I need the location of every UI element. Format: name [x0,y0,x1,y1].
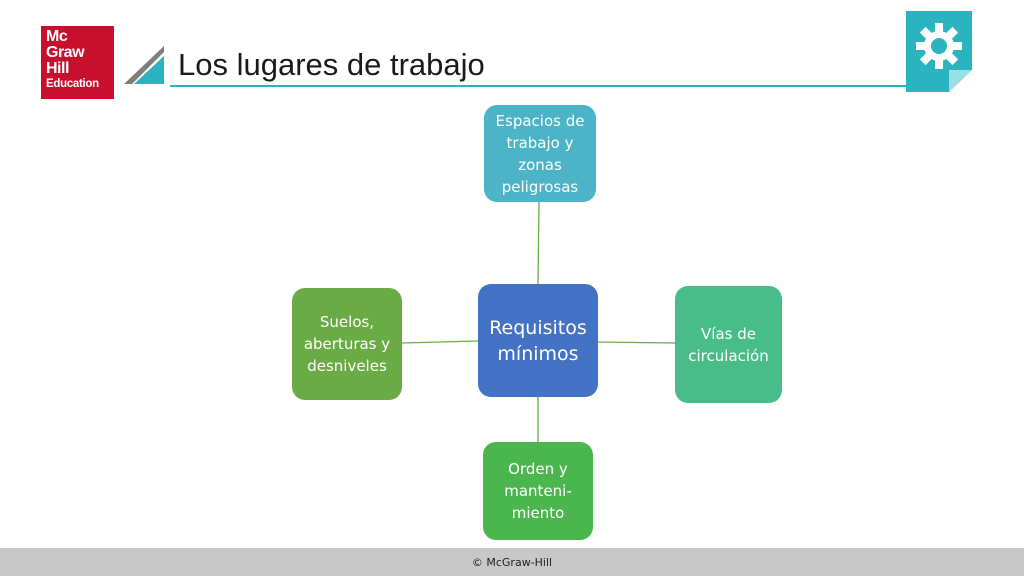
connector-top [537,201,540,285]
logo-line-hill: Hill [46,60,69,77]
title-underline [170,85,906,87]
node-suelos-aberturas: Suelos, aberturas y desniveles [292,288,402,400]
connector-left [401,340,479,344]
gear-document-icon [906,11,972,92]
copyright-text: © McGraw-Hill [471,555,553,569]
node-orden-y-mantenimiento: Orden y manteni- miento [483,442,593,540]
node-vias-de-circulacion: Vías de circulación [675,286,782,403]
node-requisitos-minimos: Requisitos mínimos [478,284,598,397]
page-title: Los lugares de trabajo [178,47,485,82]
footer-bar: © McGraw-Hill [0,548,1024,576]
connector-right [597,341,676,344]
node-espacios-de-trabajo: Espacios de trabajo y zonas peligrosas [484,105,596,202]
mcgraw-hill-education-logo: Mc Graw Hill Education [41,26,114,99]
logo-line-education: Education [46,78,99,90]
logo-line-graw: Graw [46,44,85,61]
logo-line-mc: Mc [46,28,68,45]
title-corner-decoration [124,46,164,84]
